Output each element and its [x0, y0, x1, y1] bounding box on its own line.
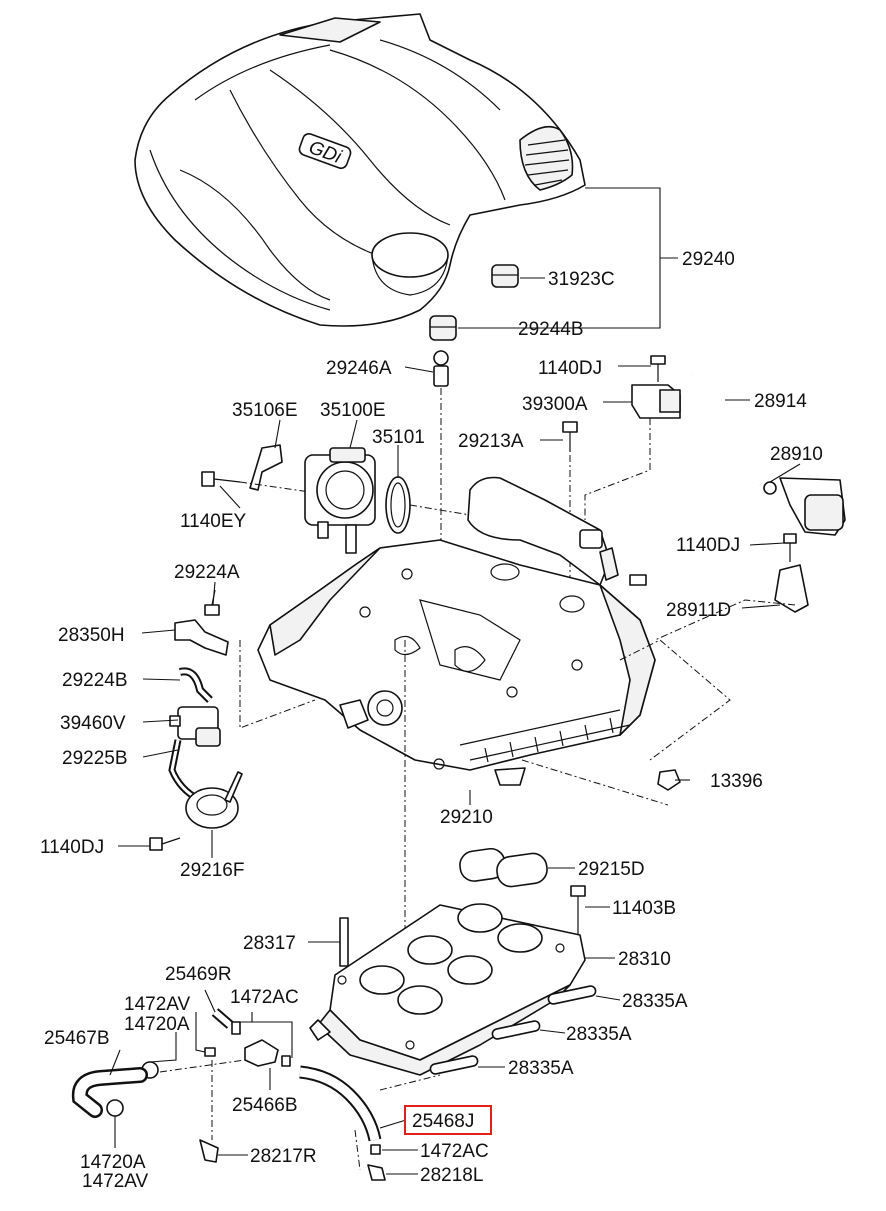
label-28217R: 28217R [250, 1146, 317, 1167]
label-28317: 28317 [243, 933, 296, 954]
bolt-1140DJ-mid [783, 533, 797, 562]
sensor-39300A [631, 384, 681, 419]
clamp-14720A-b [106, 1099, 124, 1117]
hose-25467B [71, 1067, 148, 1118]
label-29224B: 29224B [62, 670, 128, 691]
nut-13396 [657, 769, 681, 791]
cover-grille [524, 139, 570, 186]
hose-25468J [299, 1065, 382, 1142]
label-29216F: 29216F [180, 860, 244, 881]
gasket-29215D [459, 847, 548, 888]
label-39460V: 39460V [60, 713, 126, 734]
label-28911D: 28911D [666, 600, 731, 621]
label-14720A-b: 14720A [80, 1152, 146, 1173]
clamp-1472AC-b [370, 1144, 381, 1155]
label-28914: 28914 [754, 391, 807, 412]
label-29210: 29210 [440, 807, 493, 828]
label-1140DJ-low: 1140DJ [40, 837, 104, 858]
label-31923C: 31923C [548, 269, 615, 290]
connector-25466B [244, 1039, 291, 1067]
bolt-11403B [570, 885, 586, 935]
label-29225B: 29225B [62, 748, 128, 769]
label-1472AC-a: 1472AC [230, 987, 299, 1008]
fitting-28350H [174, 619, 229, 656]
label-1140EY: 1140EY [180, 511, 247, 532]
hose-29225B [168, 739, 202, 804]
label-1472AC-b: 1472AC [420, 1141, 489, 1162]
bolt-1140EY [201, 471, 241, 487]
bracket-28911D [774, 564, 809, 613]
hose-28914 [692, 372, 763, 487]
bracket-35106E [249, 444, 283, 491]
label-28335A-1: 28335A [622, 991, 688, 1012]
highlight-box-25468J [404, 1105, 492, 1135]
label-1472AV-a: 1472AV [124, 994, 191, 1015]
label-29246A: 29246A [326, 358, 392, 379]
bolt-1140DJ-low [149, 837, 181, 851]
label-28335A-2: 28335A [566, 1024, 632, 1045]
label-28350H: 28350H [58, 625, 125, 646]
label-35101: 35101 [372, 427, 425, 448]
label-29224A: 29224A [174, 562, 240, 583]
gasket-28335A-1 [547, 985, 597, 1005]
bolt-29224A [204, 589, 220, 616]
engine-cover: GDi [134, 13, 586, 327]
label-25466B: 25466B [232, 1095, 298, 1116]
label-11403B: 11403B [612, 898, 676, 919]
label-25468J: 25468J [412, 1111, 474, 1132]
gasket-28335A-3 [429, 1055, 479, 1075]
label-1140DJ-mid: 1140DJ [676, 535, 740, 556]
label-28335A-3: 28335A [508, 1058, 574, 1079]
label-28910: 28910 [770, 444, 823, 465]
fitting-28217R [199, 1139, 219, 1163]
stud-28317 [339, 917, 349, 967]
valve-28910 [763, 477, 846, 536]
fitting-28218L [367, 1164, 386, 1181]
label-1140DJ-top: 1140DJ [538, 358, 602, 379]
label-28218L: 28218L [420, 1165, 483, 1186]
label-25469R: 25469R [165, 964, 232, 985]
throttle-body-35100E [304, 447, 376, 554]
label-35106E: 35106E [232, 400, 298, 421]
bolt-29213A [562, 421, 578, 452]
label-13396: 13396 [710, 771, 763, 792]
hose-25469R [211, 1008, 234, 1029]
grommet-29244B [429, 315, 457, 341]
label-29240: 29240 [682, 249, 735, 270]
label-29244B: 29244B [518, 319, 584, 340]
bolt-1140DJ-top [650, 355, 666, 382]
solenoid-39460V [169, 706, 221, 747]
label-28310: 28310 [618, 949, 671, 970]
label-35100E: 35100E [320, 400, 386, 421]
actuator-29216F [185, 771, 243, 829]
lower-intake-manifold-28310 [309, 903, 586, 1076]
stud-29246A [433, 350, 449, 387]
upper-intake-manifold-29210 [257, 476, 656, 786]
leader-lines [109, 365, 801, 1175]
gasket-28335A-2 [491, 1020, 541, 1040]
clamp-1472AV-a [204, 1021, 241, 1057]
part-labels: 29240 31923C 29244B 29246A 1140DJ 39300A… [40, 249, 823, 1192]
label-14720A-a: 14720A [124, 1014, 190, 1035]
hose-29224B [178, 667, 213, 703]
label-29215D: 29215D [578, 859, 645, 880]
gasket-35101 [385, 476, 411, 534]
grommet-31923C [491, 264, 519, 288]
label-1472AV-b: 1472AV [82, 1171, 149, 1192]
label-39300A: 39300A [522, 394, 588, 415]
label-25467B: 25467B [44, 1028, 110, 1049]
label-29213A: 29213A [458, 431, 524, 452]
